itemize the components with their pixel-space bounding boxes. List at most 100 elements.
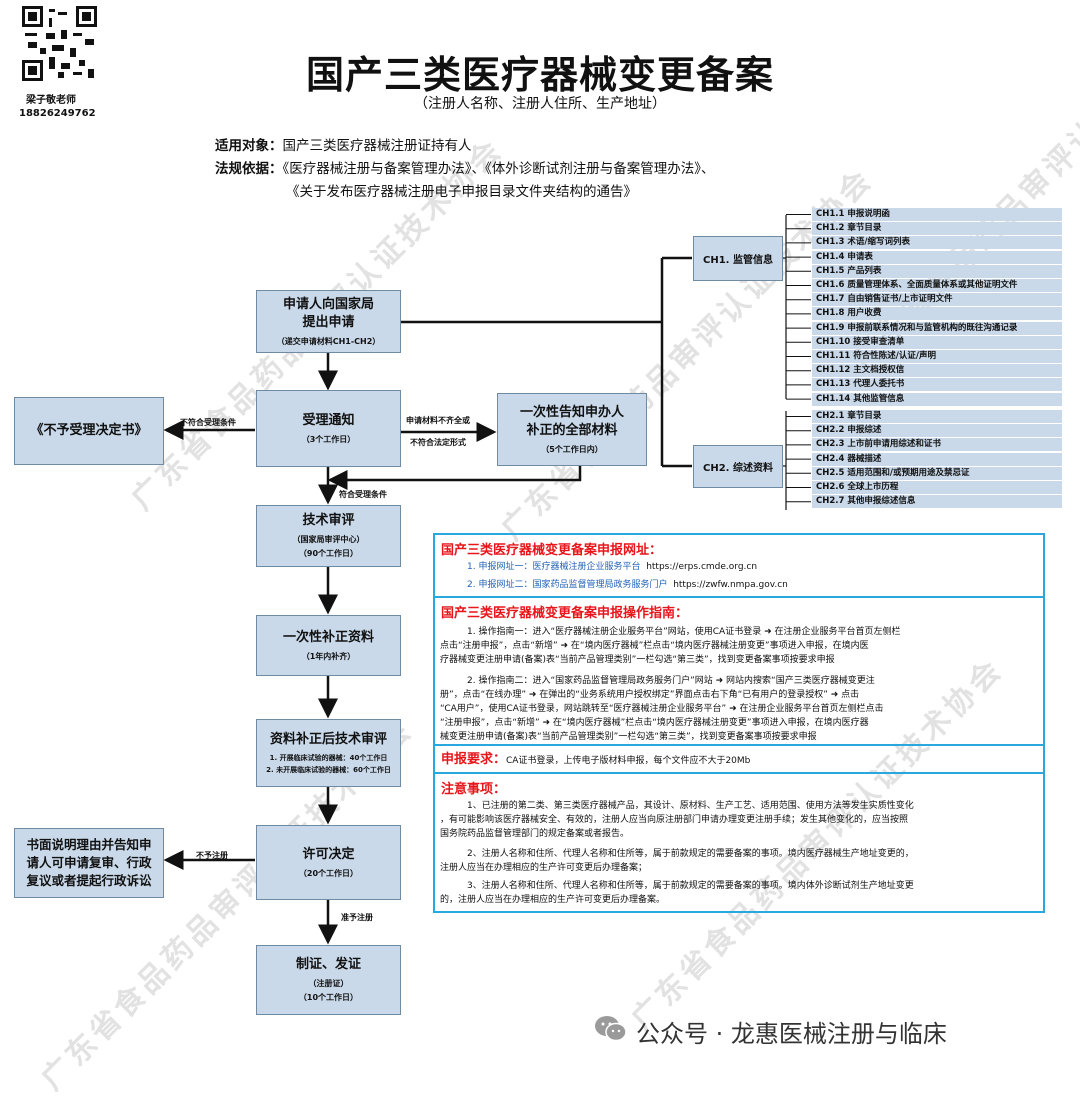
ch1-item: CH1.3 术语/缩写词列表: [812, 236, 1062, 250]
reject-label: 不符合受理条件: [180, 418, 236, 427]
guide1-line: 点击“注册申报”，点击“新增” ➜ 在“境内医疗器械”栏点击“境内医疗器械注册变…: [440, 641, 869, 651]
cert-box: 制证、发证 （注册证） （10个工作日）: [256, 945, 401, 1015]
url2-link[interactable]: https://zwfw.nmpa.gov.cn: [673, 580, 788, 590]
guide-section: 国产三类医疗器械变更备案申报操作指南： 1. 操作指南一：进入“医疗器械注册企业…: [435, 598, 1043, 746]
once-title: 一次性补正资料: [282, 629, 374, 645]
footer-account: 公众号 · 龙惠医械注册与临床: [636, 1020, 947, 1048]
url-heading: 国产三类医疗器械变更备案申报网址：: [441, 543, 663, 558]
applicable-row: 适用对象：国产三类医疗器械注册证持有人: [215, 134, 472, 154]
after-sub-2: 2. 未开展临床试验的器械：60个工作日: [266, 765, 391, 774]
ch2-item: CH2.3 上市前申请用综述和证书: [812, 438, 1062, 452]
notes-section: 注意事项： 1、已注册的第二类、第三类医疗器械产品，其设计、原材料、生产工艺、适…: [435, 774, 1043, 911]
ch2-item: CH2.4 器械描述: [812, 452, 1062, 466]
ch1-item: CH1.5 产品列表: [812, 264, 1062, 278]
note2-line: 2、注册人名称和住所、代理人名称和住所等，属于前款规定的需要备案的事项。境内医疗…: [467, 849, 914, 859]
ch2-item: CH2.2 申报综述: [812, 424, 1062, 438]
note1-line: ，有可能影响该医疗器械安全、有效的，注册人应当向原注册部门申请办理变更注册手续；…: [440, 815, 909, 825]
flow-connectors: [163, 214, 811, 945]
after-review-box: 资料补正后技术审评 1. 开展临床试验的器械：40个工作日 2. 未开展临床试验…: [256, 719, 401, 787]
requirement-text: CA证书登录，上传电子版材料申报，每个文件应不大于20Mb: [506, 756, 751, 766]
deny-label: 不予注册: [196, 851, 228, 860]
basis-line2: 《关于发布医疗器械注册电子申报目录文件夹结构的通告》: [286, 184, 637, 200]
guide-heading: 国产三类医疗器械变更备案申报操作指南：: [441, 606, 689, 621]
meet-label: 符合受理条件: [339, 490, 387, 499]
ch1-box: CH1. 监管信息: [693, 236, 783, 281]
page-title: 国产三类医疗器械变更备案: [305, 53, 774, 97]
accept-sub: （3个工作日）: [301, 434, 356, 444]
note3-line: 3、注册人名称和住所、代理人名称和住所等，属于前款规定的需要备案的事项。境内体外…: [467, 881, 914, 891]
cert-sub-2: （10个工作日）: [298, 993, 359, 1002]
review-sub-1: （国家局审评中心）: [292, 535, 365, 544]
note3-line: 的，注册人应当在办理相应的生产许可变更后办理备案。: [440, 895, 666, 905]
url1-link[interactable]: https://erps.cmde.org.cn: [646, 562, 758, 572]
cert-title: 制证、发证: [295, 957, 361, 972]
ch1-item: CH1.10 接受审查清单: [812, 335, 1062, 349]
teacher-phone: 18826249762: [19, 108, 96, 119]
once-sub: （1年内补齐）: [301, 651, 356, 661]
applicable-value: 国产三类医疗器械注册证持有人: [282, 138, 472, 154]
review-title: 技术审评: [302, 513, 355, 528]
accept-title: 受理通知: [302, 412, 355, 428]
basis-label: 法规依据：: [215, 161, 283, 177]
ch1-item: CH1.13 代理人委托书: [812, 378, 1062, 392]
guide2-line: “CA用户”，使用CA证书登录，网站跳转至“医疗器械注册企业服务平台” ➜ 在注…: [440, 704, 884, 714]
teacher-name: 梁子敬老师: [26, 95, 76, 106]
url2-row: 2. 申报网址二：国家药品监督管理局政务服务门户 https://zwfw.nm…: [467, 579, 788, 593]
review-sub-2: （90个工作日）: [298, 549, 359, 558]
guide1-line: 1. 操作指南一：进入“医疗器械注册企业服务平台”网站，使用CA证书登录 ➜ 在…: [467, 627, 901, 637]
apply-sub: （递交申请材料CH1-CH2）: [276, 336, 381, 346]
page-subtitle: （注册人名称、注册人住所、生产地址）: [414, 96, 666, 112]
info-panel: 国产三类医疗器械变更备案申报网址： 1. 申报网址一：医疗器械注册企业服务平台 …: [433, 533, 1045, 913]
ch1-item: CH1.4 申请表: [812, 250, 1062, 264]
supplement-box: 一次性告知申办人 补正的全部材料 （5个工作日内）: [497, 393, 647, 466]
permit-sub: （20个工作日）: [298, 868, 359, 878]
accept-box: 受理通知 （3个工作日）: [256, 390, 401, 467]
incomplete-label-2: 不符合法定形式: [410, 438, 466, 447]
cert-sub-1: （注册证）: [308, 979, 349, 988]
ch1-item: CH1.8 用户收费: [812, 307, 1062, 321]
review-box: 技术审评 （国家局审评中心） （90个工作日）: [256, 505, 401, 567]
ch1-item: CH1.14 其他监管信息: [812, 392, 1062, 406]
ch1-item: CH1.7 自由销售证书/上市证明文件: [812, 293, 1062, 307]
once-box: 一次性补正资料 （1年内补齐）: [256, 615, 401, 676]
url-section: 国产三类医疗器械变更备案申报网址： 1. 申报网址一：医疗器械注册企业服务平台 …: [435, 535, 1043, 598]
ch2-item: CH2.1 章节目录: [812, 410, 1062, 423]
guide2-line: 册”，点击“在线办理” ➜ 在弹出的“业务系统用户授权绑定”界面点击右下角“已有…: [440, 690, 860, 700]
guide2-line: “注册申报”，点击“新增” ➜ 在“境内医疗器械”栏点击“境内医疗器械注册变更”…: [440, 718, 869, 728]
note1-line: 国务院药品监督管理部门的规定备案或者报告。: [440, 829, 630, 839]
requirement-heading: 申报要求：: [441, 752, 507, 767]
apply-box: 申请人向国家局 提出申请 （递交申请材料CH1-CH2）: [256, 290, 401, 353]
basis-line1: 《医疗器械注册与备案管理办法》、《体外诊断试剂注册与备案管理办法》、: [282, 161, 715, 177]
supplement-sub: （5个工作日内）: [541, 444, 603, 454]
url2-label: 2. 申报网址二：国家药品监督管理局政务服务门户: [467, 580, 668, 590]
supplement-title: 一次性告知申办人 补正的全部材料: [519, 404, 624, 438]
ch2-box: CH2. 综述资料: [693, 445, 783, 488]
after-title: 资料补正后技术审评: [269, 731, 387, 747]
ch1-item: CH1.12 主文档授权信: [812, 364, 1062, 378]
wechat-icon: [594, 1014, 628, 1044]
requirement-row: 申报要求：CA证书登录，上传电子版材料申报，每个文件应不大于20Mb: [441, 753, 750, 769]
note2-line: 注册人应当在办理相应的生产许可变更后办理备案；: [440, 863, 648, 873]
grant-label: 准予注册: [341, 913, 373, 922]
notes-heading: 注意事项：: [441, 782, 507, 797]
incomplete-label-1: 申请材料不齐全或: [406, 416, 470, 425]
reject-box: 《不予受理决定书》: [14, 397, 164, 465]
apply-title: 申请人向国家局 提出申请: [282, 296, 374, 330]
permit-title: 许可决定: [302, 846, 355, 862]
permit-box: 许可决定 （20个工作日）: [256, 825, 401, 900]
ch1-item: CH1.6 质量管理体系、全面质量体系或其他证明文件: [812, 279, 1062, 292]
reject-title: 《不予受理决定书》: [30, 423, 148, 438]
requirement-section: 申报要求：CA证书登录，上传电子版材料申报，每个文件应不大于20Mb: [435, 746, 1043, 774]
after-sub-1: 1. 开展临床试验的器械：40个工作日: [269, 753, 388, 762]
ch1-item: CH1.2 章节目录: [812, 222, 1062, 236]
ch1-item: CH1.11 符合性陈述/认证/声明: [812, 350, 1062, 363]
applicable-label: 适用对象：: [215, 138, 283, 154]
note1-line: 1、已注册的第二类、第三类医疗器械产品，其设计、原材料、生产工艺、适用范围、使用…: [467, 801, 914, 811]
written-title: 书面说明理由并告知申 请人可申请复审、行政 复议或者提起行政诉讼: [26, 837, 152, 888]
url1-label: 1. 申报网址一：医疗器械注册企业服务平台: [467, 562, 641, 572]
guide2-line: 2. 操作指南二：进入“国家药品监督管理局政务服务门户”网站 ➜ 网站内搜索“国…: [467, 676, 875, 686]
ch2-item: CH2.5 适用范围和/或预期用途及禁忌证: [812, 466, 1062, 480]
ch2-item: CH2.6 全球上市历程: [812, 481, 1062, 494]
guide1-line: 疗器械变更注册申请(备案)表“当前产品管理类别”一栏勾选“第三类”，找到变更备案…: [440, 655, 835, 665]
ch2-item: CH2.7 其他申报综述信息: [812, 495, 1062, 509]
